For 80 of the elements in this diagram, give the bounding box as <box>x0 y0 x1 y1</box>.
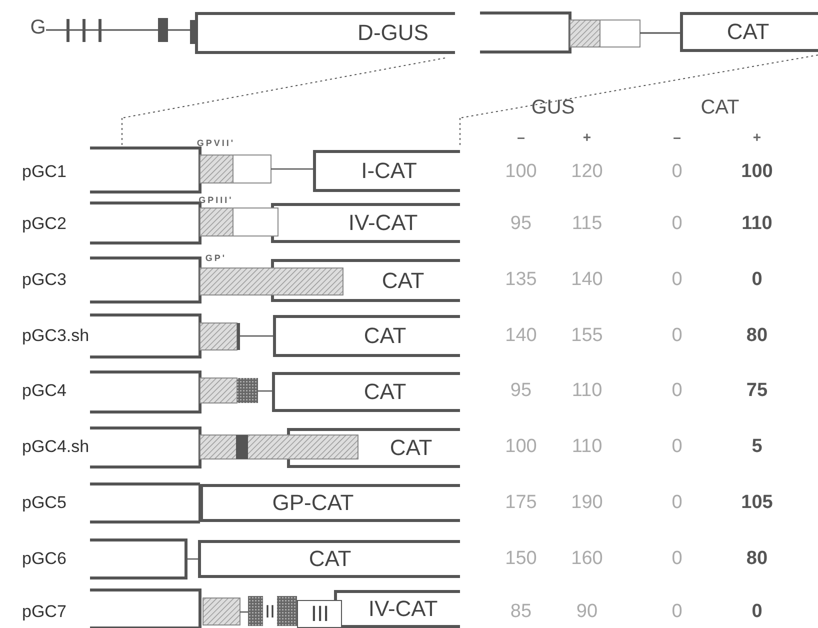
gene-box <box>287 428 460 468</box>
gene-label: CAT <box>390 435 432 461</box>
table-value: 85 <box>510 601 532 623</box>
column-subheader: + <box>582 129 592 145</box>
gene-box <box>271 203 460 243</box>
table-value: 175 <box>505 492 537 514</box>
table-value: 75 <box>746 380 768 402</box>
table-value: 110 <box>572 436 602 458</box>
row-label: pGC4.sh <box>22 437 90 457</box>
gene-label: GP-CAT <box>272 490 354 516</box>
column-header: CAT <box>700 96 740 120</box>
table-value: 95 <box>510 380 532 402</box>
table-value: 80 <box>746 325 768 347</box>
table-value: 0 <box>672 161 682 183</box>
table-value: 90 <box>576 601 598 623</box>
row-label: pGC4 <box>22 381 66 401</box>
gene-box <box>680 12 818 52</box>
table-value: 105 <box>741 492 773 514</box>
table-value: 190 <box>571 492 603 514</box>
table-value: 155 <box>571 325 603 347</box>
gene-box <box>273 315 460 357</box>
row-label: pGC7 <box>22 602 66 622</box>
table-value: 80 <box>746 548 768 570</box>
gene-label: I-CAT <box>361 158 417 184</box>
table-value: 0 <box>672 492 682 514</box>
table-value: 115 <box>572 213 602 235</box>
table-value: 110 <box>742 213 772 235</box>
row-label: pGC3.sh <box>22 326 90 346</box>
column-subheader: – <box>673 129 681 145</box>
end-label: G <box>30 16 46 40</box>
table-value: 150 <box>505 548 537 570</box>
table-value: 140 <box>571 269 603 291</box>
table-value: 0 <box>672 213 682 235</box>
table-value: 100 <box>741 161 773 183</box>
gene-label: III <box>310 601 330 627</box>
table-value: 110 <box>572 380 602 402</box>
table-value: 0 <box>672 325 682 347</box>
gene-label: CAT <box>364 323 406 349</box>
gene-label: CAT <box>726 19 770 45</box>
table-value: 95 <box>510 213 532 235</box>
table-value: 5 <box>752 436 762 458</box>
table-value: 0 <box>752 601 762 623</box>
gene-label: D-GUS <box>358 20 428 46</box>
gene-label: CAT <box>364 379 406 405</box>
table-value: 0 <box>672 436 682 458</box>
table-value: 0 <box>672 380 682 402</box>
gene-box <box>334 590 460 628</box>
region-label: GP' <box>205 253 227 263</box>
gene-box <box>198 540 460 578</box>
region-label: GPVII' <box>196 138 236 148</box>
gene-box <box>313 150 460 192</box>
table-value: 100 <box>505 436 537 458</box>
table-value: 100 <box>505 161 537 183</box>
column-subheader: – <box>517 129 525 145</box>
row-label: pGC5 <box>22 493 66 513</box>
gene-label: IV-CAT <box>368 596 438 622</box>
table-value: 140 <box>505 325 537 347</box>
gene-box <box>272 372 460 412</box>
gene-box <box>200 484 460 522</box>
column-subheader: + <box>752 129 762 145</box>
region-label: GPIII' <box>198 195 234 205</box>
table-value: 120 <box>571 161 603 183</box>
segment-label: II <box>265 602 275 622</box>
gene-label: IV-CAT <box>348 210 418 236</box>
gene-box <box>195 12 455 54</box>
table-value: 0 <box>672 601 682 623</box>
gene-label: CAT <box>308 546 352 572</box>
row-label: pGC1 <box>22 162 66 182</box>
gene-label: CAT <box>382 268 424 294</box>
table-value: 0 <box>672 269 682 291</box>
row-label: pGC6 <box>22 549 66 569</box>
table-value: 160 <box>571 548 603 570</box>
gene-box <box>271 259 460 302</box>
table-value: 0 <box>672 548 682 570</box>
table-value: 0 <box>752 269 762 291</box>
column-header: GUS <box>531 96 575 120</box>
gene-segment-box <box>297 600 342 628</box>
table-value: 135 <box>505 269 537 291</box>
row-label: pGC2 <box>22 214 66 234</box>
row-label: pGC3 <box>22 270 66 290</box>
